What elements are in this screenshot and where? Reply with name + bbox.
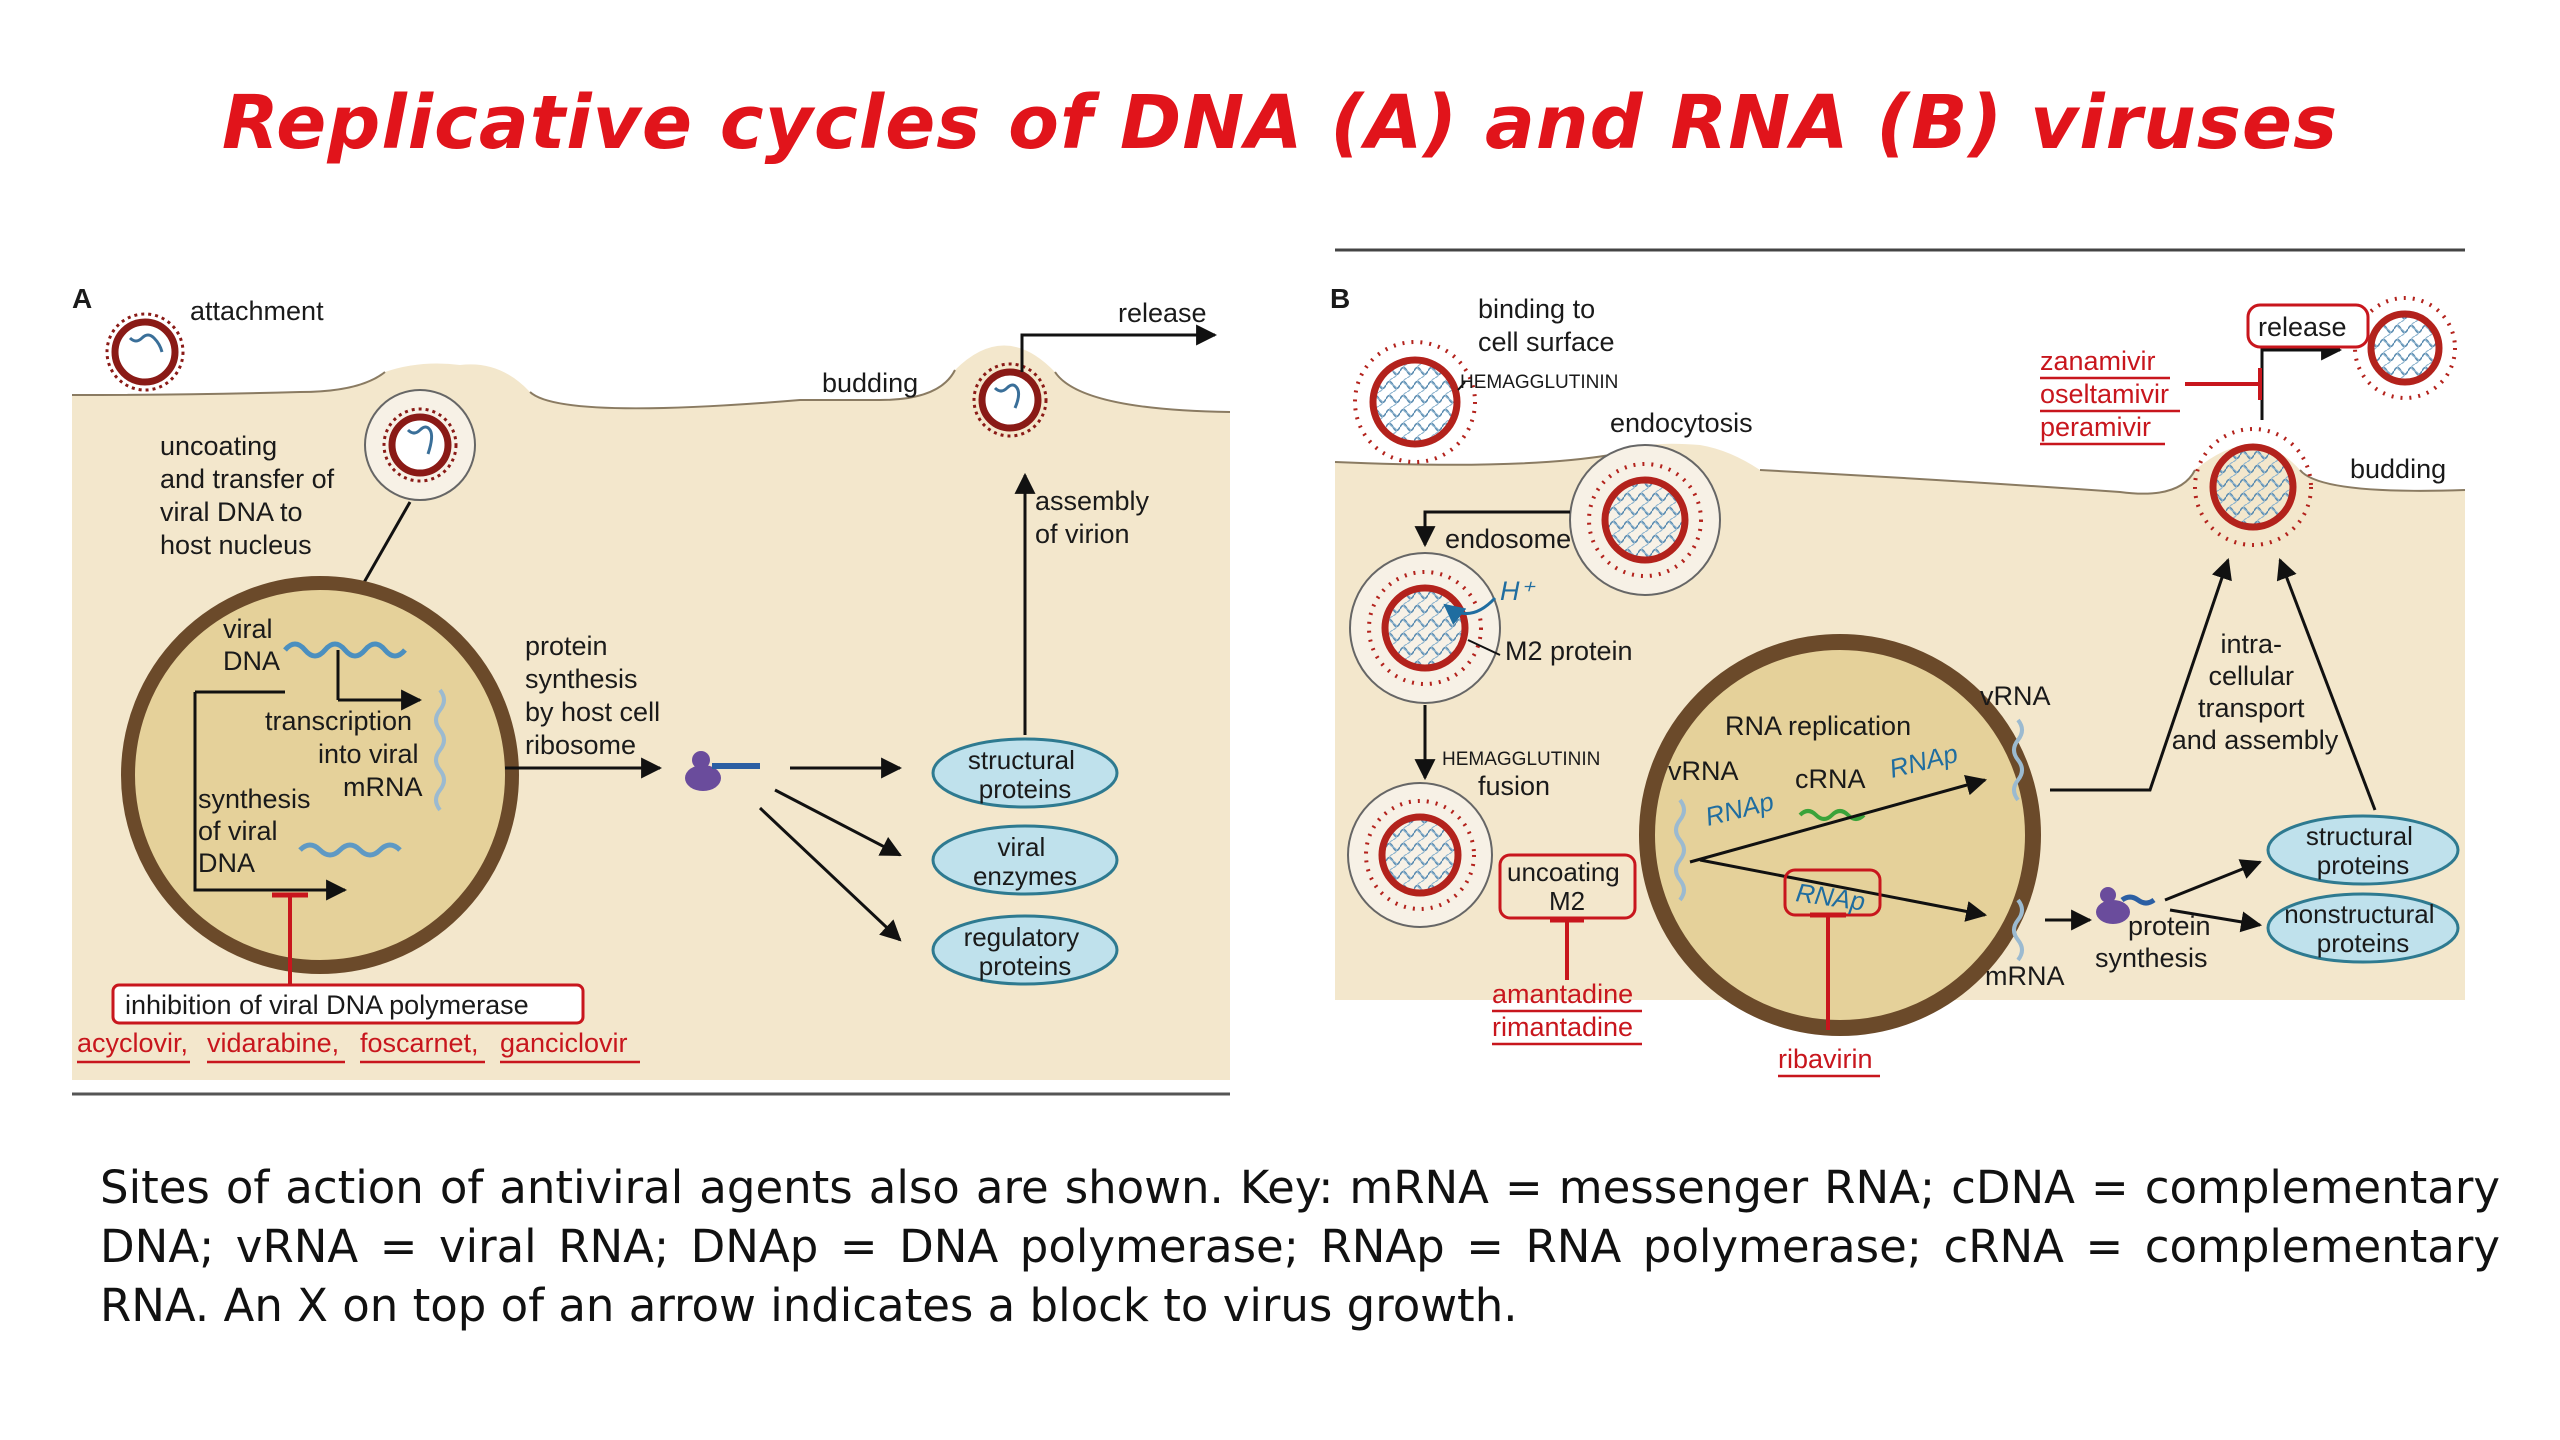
svg-text:zanamivir: zanamivir	[2040, 346, 2156, 376]
label-attachment: attachment	[190, 296, 324, 326]
viral-enzymes-a: viral enzymes	[931, 824, 1119, 896]
label-protein-synthesis-a: protein synthesis by host cell ribosome	[525, 631, 668, 760]
structural-proteins-a: structural proteins	[931, 737, 1119, 809]
svg-text:rimantadine: rimantadine	[1492, 1012, 1633, 1042]
svg-text:regulatory proteins: regulatory proteins	[964, 922, 1087, 981]
inhibition-box	[111, 983, 585, 1025]
label-release: release	[1118, 298, 1207, 328]
structural-proteins-b: structural proteins	[2266, 814, 2460, 886]
ribosome-b	[2096, 887, 2156, 924]
transport-arrow-2	[2276, 558, 2377, 811]
flu-virion-endocytosis	[1569, 444, 1721, 596]
fusion-virion	[1347, 782, 1493, 928]
label-vrna-outside: vRNA	[1980, 681, 2051, 711]
label-mrna-b: mRNA	[1985, 961, 2065, 991]
label-rna-replication: RNA replication	[1725, 711, 1911, 741]
label-hemagglutinin-top: HEMAGGLUTININ	[1460, 372, 1618, 393]
released-virion-b	[2353, 296, 2457, 400]
endosome-virion	[1349, 552, 1501, 704]
label-protein-synthesis-b: protein synthesis	[2095, 911, 2218, 973]
label-release-b: release	[2258, 312, 2347, 342]
page-title: Replicative cycles of DNA (A) and RNA (B…	[221, 80, 2339, 166]
panel-b: B binding to	[1330, 248, 2466, 1078]
budding-virion-b	[2193, 427, 2313, 547]
svg-text:vidarabine,: vidarabine,	[207, 1028, 339, 1058]
release-box	[2246, 303, 2370, 349]
label-uncoating-a: uncoating and transfer of viral DNA to h…	[160, 431, 342, 560]
figure-caption: Sites of action of antiviral agents also…	[100, 1161, 2500, 1332]
label-synthesis-dna: synthesis of viral DNA	[198, 784, 318, 878]
label-ribavirin: ribavirin	[1778, 1044, 1873, 1074]
ribosome-a	[685, 751, 760, 791]
svg-text:ganciclovir: ganciclovir	[500, 1028, 628, 1058]
label-budding: budding	[822, 368, 918, 398]
flu-virion-binding	[1353, 340, 1477, 464]
label-inhibition: inhibition of viral DNA polymerase	[125, 990, 529, 1020]
viral-dna-strand	[283, 641, 407, 659]
svg-text:foscarnet,: foscarnet,	[360, 1028, 479, 1058]
nonstructural-proteins-b: nonstructural proteins	[2266, 892, 2460, 964]
label-h-plus: H⁺	[1500, 576, 1535, 606]
neuraminidase-drugs: zanamivir oseltamivir peramivir	[2040, 346, 2180, 446]
svg-text:structural proteins: structural proteins	[2306, 821, 2420, 880]
vrna-strand-inside	[1674, 798, 1686, 902]
label-assembly: assembly of virion	[1035, 486, 1157, 549]
svg-text:nonstructural proteins: nonstructural proteins	[2284, 899, 2442, 958]
svg-text:structural proteins: structural proteins	[968, 745, 1082, 804]
label-endosome: endosome	[1445, 524, 1571, 554]
label-transport: intra- cellular transport and assembly	[2172, 629, 2339, 755]
regulatory-proteins-a: regulatory proteins	[931, 914, 1119, 986]
release-arrow	[1020, 324, 1218, 372]
svg-text:acyclovir,: acyclovir,	[77, 1028, 188, 1058]
virion-attachment	[105, 312, 185, 392]
label-viral-dna: viral DNA	[223, 614, 280, 676]
dna-synthesis-arrow	[193, 692, 348, 901]
mrna-strand-a	[434, 688, 446, 812]
panel-b-letter: B	[1330, 283, 1350, 314]
label-vrna-inside: vRNA	[1668, 756, 1739, 786]
m2-drugs: amantadine rimantadine	[1492, 979, 1642, 1046]
panel-a: A attachment release budding uncoating a…	[71, 283, 1231, 1096]
svg-text:viral enzymes: viral enzymes	[973, 832, 1077, 891]
virion-uncoating	[364, 389, 476, 501]
panel-a-letter: A	[72, 283, 92, 314]
label-budding-b: budding	[2350, 454, 2446, 484]
host-nucleus	[121, 576, 519, 974]
label-crna: cRNA	[1795, 764, 1866, 794]
svg-text:peramivir: peramivir	[2040, 412, 2151, 442]
label-binding: binding to cell surface	[1478, 294, 1615, 357]
label-uncoating-b: uncoating M2	[1507, 857, 1627, 916]
label-endocytosis: endocytosis	[1610, 408, 1753, 438]
dna-drugs: acyclovir, vidarabine, foscarnet, gancic…	[77, 1028, 640, 1064]
label-fusion: fusion	[1478, 771, 1550, 801]
label-transcription: transcription into viral mRNA	[265, 706, 426, 802]
host-nucleus-b	[1639, 634, 2041, 1036]
transport-arrow-1	[2050, 558, 2232, 792]
release-arrow-b	[2260, 339, 2343, 420]
svg-text:amantadine: amantadine	[1492, 979, 1633, 1009]
svg-text:oseltamivir: oseltamivir	[2040, 379, 2169, 409]
virion-budding	[972, 362, 1048, 438]
label-m2-protein: M2 protein	[1505, 636, 1633, 666]
label-hemagglutinin-fusion: HEMAGGLUTININ	[1442, 749, 1600, 770]
